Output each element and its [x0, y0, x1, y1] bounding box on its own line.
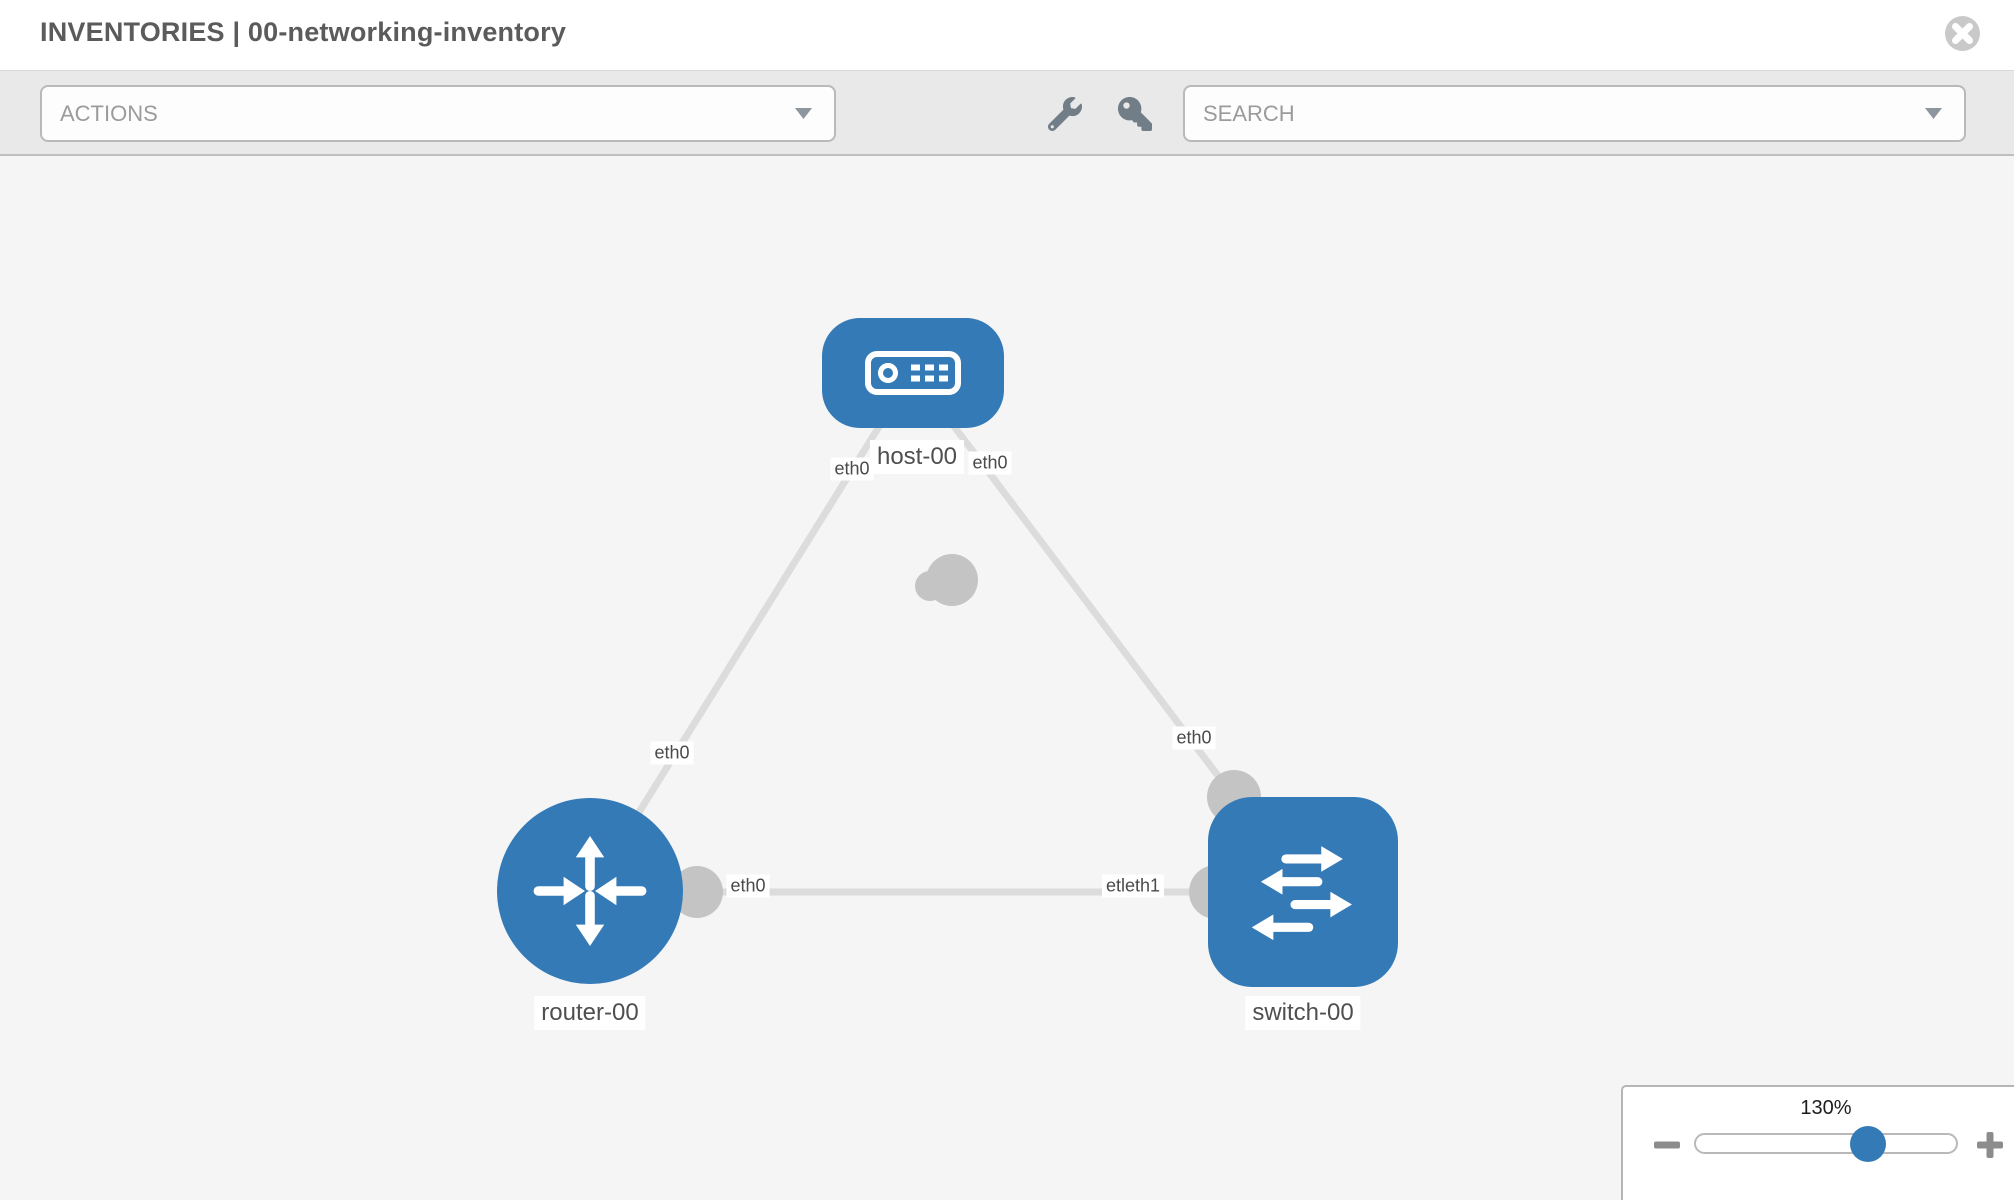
- zoom-panel: 130%: [1621, 1085, 2014, 1200]
- toolbar: ACTIONS SEARCH: [0, 70, 2014, 156]
- key-icon[interactable]: [1118, 97, 1152, 131]
- interface-connector-router-right[interactable]: [671, 866, 723, 918]
- close-icon[interactable]: [1944, 15, 1981, 52]
- switch-icon: [1251, 846, 1352, 941]
- chevron-down-icon: [795, 108, 812, 119]
- zoom-slider[interactable]: [1694, 1126, 1958, 1162]
- node-router-00[interactable]: [497, 798, 683, 984]
- interface-label-switch-eth0-top: eth0: [1172, 726, 1216, 750]
- node-switch-00[interactable]: [1208, 797, 1398, 987]
- zoom-level: 130%: [1800, 1097, 1852, 1119]
- actions-dropdown[interactable]: ACTIONS: [40, 85, 836, 142]
- interface-label-host-eth0-left: eth0: [830, 457, 874, 481]
- node-label-switch-00: switch-00: [1245, 996, 1361, 1030]
- zoom-slider-thumb[interactable]: [1850, 1126, 1886, 1162]
- page-title: INVENTORIES | 00-networking-inventory: [40, 17, 567, 47]
- node-host-00[interactable]: [822, 318, 1004, 428]
- server-icon: [865, 351, 961, 395]
- node-label-host-00: host-00: [869, 440, 965, 474]
- interface-label-router-eth0-right: eth0: [726, 874, 770, 898]
- header: INVENTORIES | 00-networking-inventory: [0, 0, 2014, 70]
- zoom-out-button[interactable]: [1653, 1131, 1681, 1159]
- link-host-switch[interactable]: [910, 369, 1237, 800]
- topology-canvas[interactable]: host-00 router-00 switch-00 eth0 eth0 et…: [0, 156, 2014, 1200]
- actions-dropdown-label: ACTIONS: [60, 100, 158, 126]
- interface-label-host-eth0-right: eth0: [968, 451, 1012, 475]
- interface-label-switch-eth1: etleth1: [1101, 874, 1165, 898]
- wrench-icon[interactable]: [1047, 97, 1082, 132]
- node-label-router-00: router-00: [534, 996, 646, 1030]
- chevron-down-icon: [1925, 108, 1942, 119]
- zoom-in-button[interactable]: [1976, 1131, 2004, 1159]
- router-icon: [533, 836, 647, 946]
- search-dropdown[interactable]: SEARCH: [1183, 85, 1966, 142]
- interface-connector-host-right[interactable]: [926, 554, 978, 606]
- interface-label-router-eth0-top: eth0: [650, 741, 694, 765]
- search-dropdown-label: SEARCH: [1203, 100, 1295, 126]
